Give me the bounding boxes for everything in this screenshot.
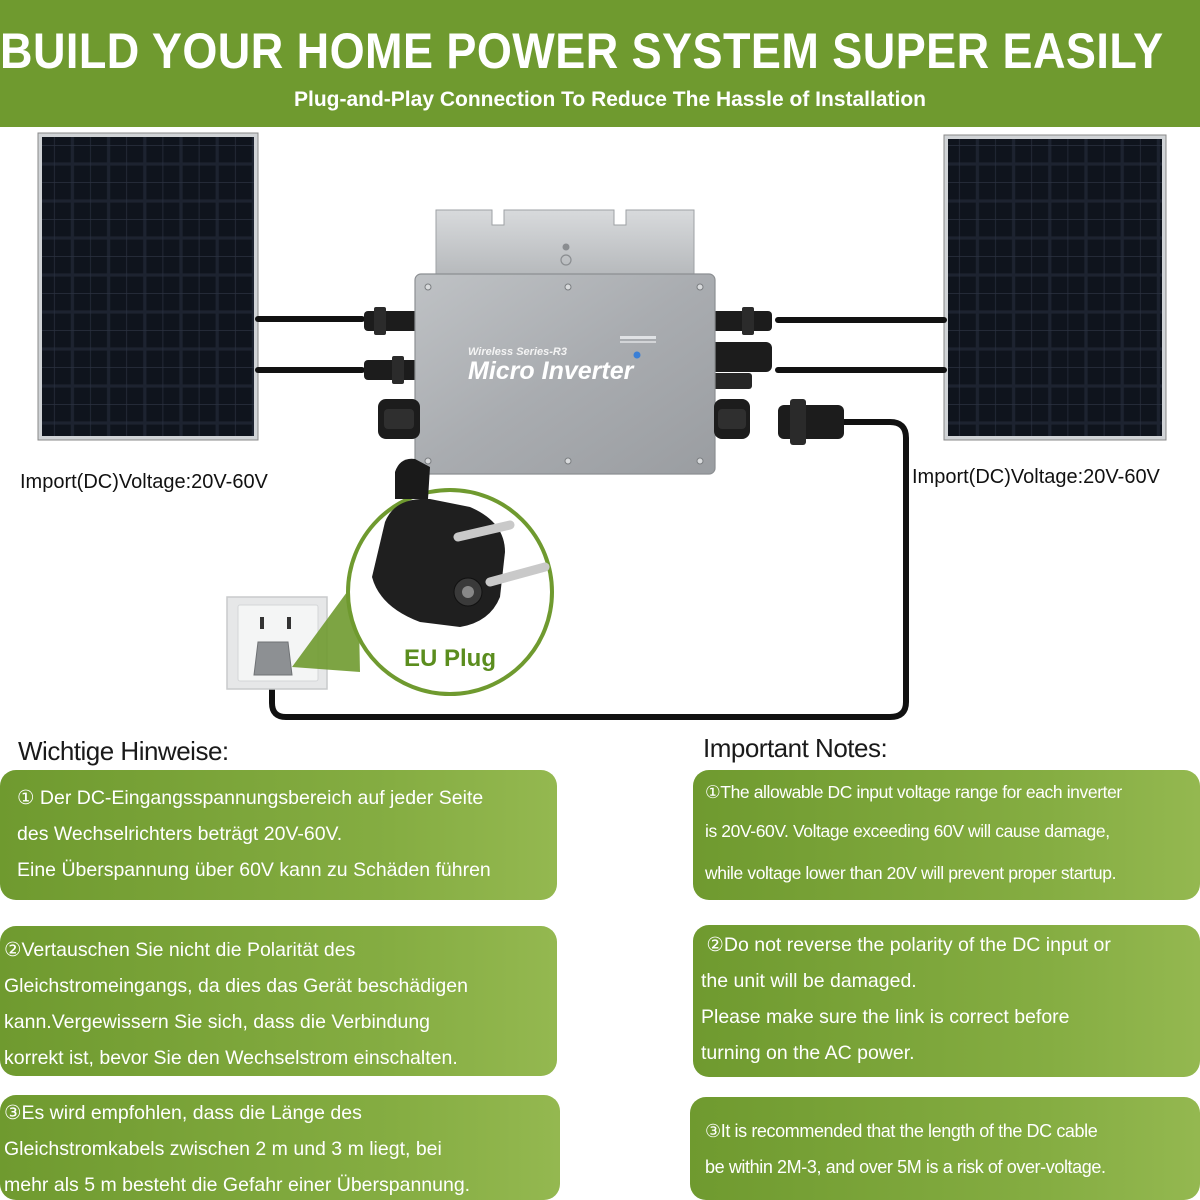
note-line: Eine Überspannung über 60V kann zu Schäd… (17, 859, 491, 881)
note-line: ②Vertauschen Sie nicht die Polarität des (4, 939, 356, 961)
diagram-graphic (37, 132, 1167, 720)
left-dc-cables (255, 316, 365, 373)
note-line: ③It is recommended that the length of th… (705, 1121, 1098, 1141)
note-en-2: ②Do not reverse the polarity of the DC i… (693, 925, 1200, 1077)
inverter-name-label: Micro Inverter (468, 357, 634, 385)
inverter-ac-glands (378, 399, 750, 439)
note-de-2: ②Vertauschen Sie nicht die Polarität des… (0, 926, 557, 1076)
note-line: is 20V-60V. Voltage exceeding 60V will c… (705, 821, 1110, 841)
note-line: Please make sure the link is correct bef… (701, 1006, 1070, 1028)
banner-subtitle: Plug-and-Play Connection To Reduce The H… (293, 88, 927, 111)
header-banner: BUILD YOUR HOME POWER SYSTEM SUPER EASIL… (0, 0, 1200, 127)
inverter-bracket (435, 209, 695, 278)
left-solar-panel (37, 132, 259, 441)
note-de-1: ① Der DC-Eingangsspannungsbereich auf je… (0, 770, 557, 900)
note-line: korrekt ist, bevor Sie den Wechselstrom … (4, 1047, 458, 1069)
note-line: ②Do not reverse the polarity of the DC i… (701, 934, 1111, 956)
note-line: be within 2M-3, and over 5M is a risk of… (705, 1157, 1106, 1177)
eu-plug-label: EU Plug (404, 645, 497, 672)
note-en-1: ①The allowable DC input voltage range fo… (693, 770, 1200, 900)
right-dc-cables (775, 317, 947, 373)
note-line: Gleichstromkabels zwischen 2 m und 3 m l… (4, 1138, 442, 1160)
right-solar-panel (943, 134, 1167, 441)
right-voltage-label: Import(DC)Voltage:20V-60V (912, 466, 1160, 488)
inverter-body (414, 273, 716, 475)
right-connectors (700, 307, 772, 389)
inverter-series-label: Wireless Series-R3 (468, 346, 567, 358)
banner-title: BUILD YOUR HOME POWER SYSTEM SUPER EASIL… (0, 23, 1164, 79)
notes-de-heading: Wichtige Hinweise: (18, 736, 229, 766)
plug-callout-pointer (292, 577, 360, 672)
eu-plug-zoom (346, 458, 554, 696)
note-en-3: ③It is recommended that the length of th… (690, 1097, 1200, 1200)
left-voltage-label: Import(DC)Voltage:20V-60V (20, 471, 268, 493)
system-diagram: Import(DC)Voltage:20V-60V Import(DC)Volt… (0, 127, 1200, 727)
note-line: while voltage lower than 20V will preven… (705, 863, 1117, 883)
note-line: des Wechselrichters beträgt 20V-60V. (17, 823, 343, 845)
note-line: the unit will be damaged. (701, 970, 917, 992)
note-line: ③Es wird empfohlen, dass die Länge des (4, 1102, 362, 1124)
note-line: ① Der DC-Eingangsspannungsbereich auf je… (17, 787, 484, 809)
note-line: ①The allowable DC input voltage range fo… (705, 782, 1122, 802)
left-connectors (364, 307, 420, 384)
note-line: kann.Vergewissern Sie sich, dass die Ver… (4, 1011, 431, 1033)
ac-cable (269, 399, 909, 720)
note-line: turning on the AC power. (701, 1042, 915, 1064)
note-line: Gleichstromeingangs, da dies das Gerät b… (4, 975, 468, 997)
note-de-3: ③Es wird empfohlen, dass die Länge des G… (0, 1095, 560, 1200)
notes-en-heading: Important Notes: (703, 733, 888, 763)
note-line: mehr als 5 m besteht die Gefahr einer Üb… (4, 1174, 471, 1196)
